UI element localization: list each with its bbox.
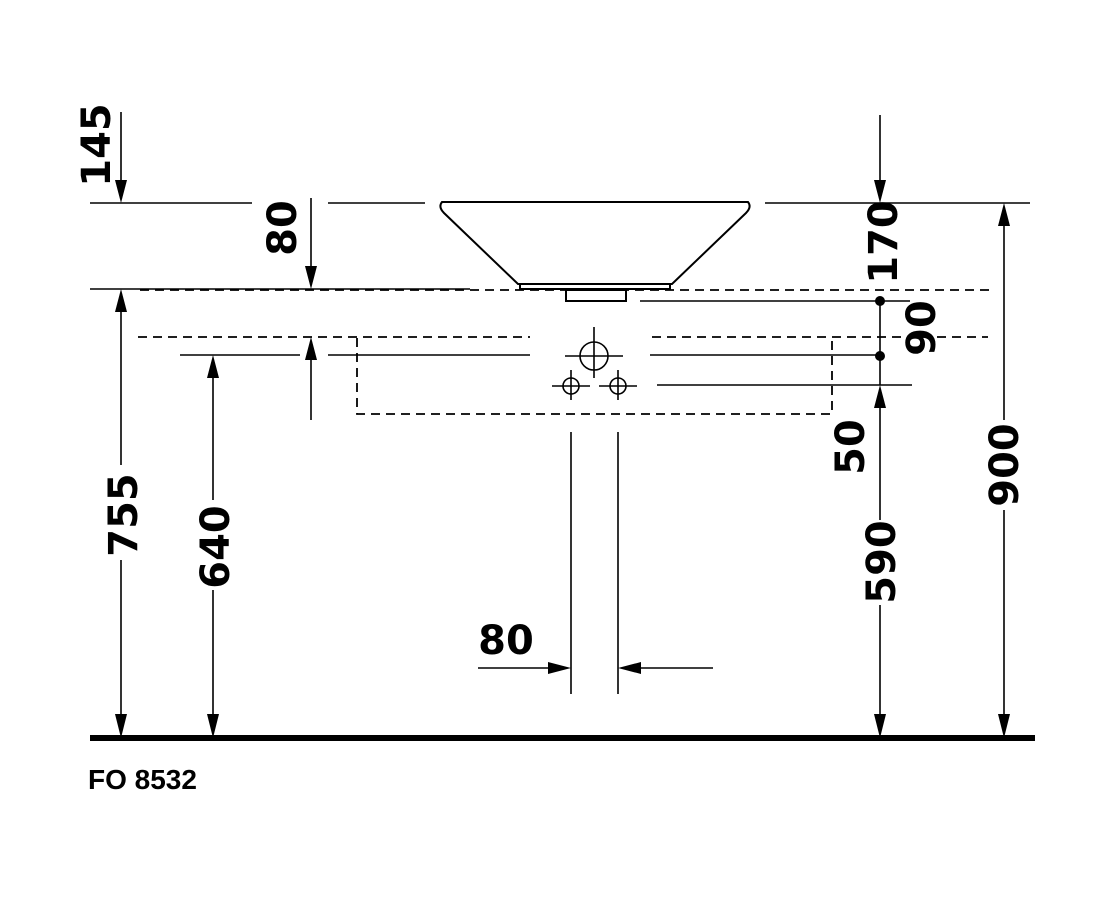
dim-170-arrow <box>874 180 886 203</box>
dim-80-bottom-label: 80 <box>478 618 534 664</box>
dim-170-label: 170 <box>861 200 907 284</box>
dim-145-arrow <box>115 180 127 203</box>
dim-755-arrow-bottom <box>115 714 127 738</box>
dim-640-arrow-bottom <box>207 714 219 738</box>
drain-fitting <box>565 289 627 302</box>
dim-90-dot-top <box>875 296 885 306</box>
dim-80-bottom-arrow-right <box>618 662 641 674</box>
cabinet-outline <box>356 338 833 415</box>
basin-base <box>519 283 671 290</box>
drawing-code: FO 8532 <box>88 764 197 795</box>
dim-900-arrow-bottom <box>998 714 1010 738</box>
dim-755-label: 755 <box>101 473 147 557</box>
cabinet-marker-arrow <box>305 337 317 360</box>
dim-80-top-label: 80 <box>260 200 306 256</box>
dim-900-arrow-top <box>998 203 1010 226</box>
basin-bowl <box>439 201 751 285</box>
dim-90-label: 90 <box>899 300 945 356</box>
dim-50-label: 50 <box>828 419 874 475</box>
dim-145-label: 145 <box>74 103 120 187</box>
dim-755-arrow-top <box>115 289 127 312</box>
dim-80-bottom-arrow-left <box>548 662 571 674</box>
dim-590-arrow-top <box>874 385 886 408</box>
dim-640-label: 640 <box>193 505 239 589</box>
dim-640-arrow-top <box>207 355 219 378</box>
dim-590-label: 590 <box>859 520 905 604</box>
dim-900-label: 900 <box>982 423 1028 507</box>
dim-590-arrow-bottom <box>874 714 886 738</box>
dim-80-top-arrow <box>305 266 317 289</box>
